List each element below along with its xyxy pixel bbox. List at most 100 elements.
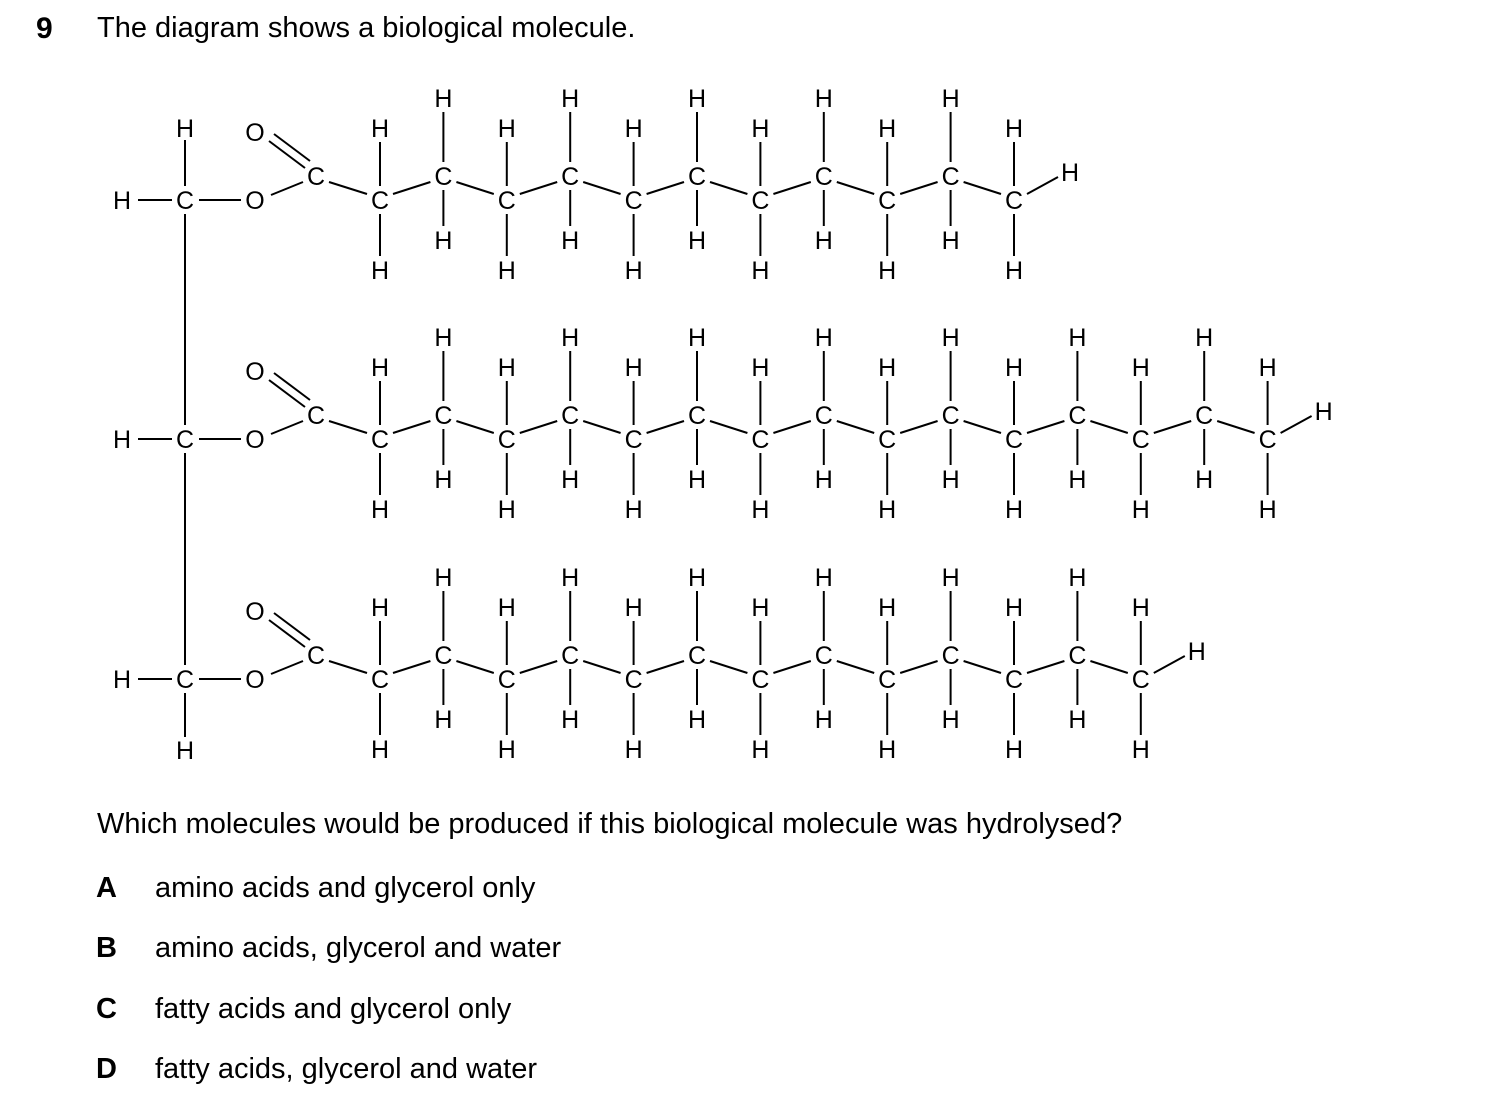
chain-hydrogen: H	[1259, 496, 1277, 524]
carbonyl-double-bond	[273, 133, 311, 162]
terminal-hydrogen: H	[1188, 638, 1206, 666]
carbonyl-double-bond	[273, 612, 311, 641]
glycerol-hydrogen-left: H	[113, 666, 131, 694]
chain-hydrogen: H	[625, 257, 643, 285]
chain-hydrogen: H	[1068, 706, 1086, 734]
chain-bond	[773, 660, 812, 674]
chain-bond	[456, 420, 495, 434]
chain-hydrogen: H	[815, 324, 833, 352]
option-c-text: fatty acids and glycerol only	[155, 993, 512, 1025]
chain-bond	[646, 420, 685, 434]
chain-hydrogen: H	[942, 564, 960, 592]
chain-hydrogen: H	[434, 324, 452, 352]
chain-hydrogen: H	[878, 354, 896, 382]
ester-oxygen: O	[245, 187, 264, 215]
chain-hydrogen: H	[1195, 324, 1213, 352]
question-stem: The diagram shows a biological molecule.	[97, 12, 636, 44]
chain-hydrogen: H	[1132, 736, 1150, 764]
chain-carbon: C	[434, 163, 452, 191]
chain-carbon: C	[498, 666, 516, 694]
chain-bond	[963, 420, 1002, 434]
chain-hydrogen: H	[561, 564, 579, 592]
chain-bond	[582, 181, 621, 195]
carbonyl-oxygen: O	[245, 119, 264, 147]
chain-carbon: C	[942, 163, 960, 191]
glycerol-carbon: C	[176, 426, 194, 454]
chain-carbon: C	[1259, 426, 1277, 454]
chain-hydrogen: H	[561, 706, 579, 734]
chain-bond	[773, 420, 812, 434]
chain-hydrogen: H	[625, 594, 643, 622]
chain-bond	[646, 181, 685, 195]
chain-bond	[773, 181, 812, 195]
glycerol-hydrogen-bottom: H	[176, 737, 194, 765]
chain-carbon: C	[498, 426, 516, 454]
chain-hydrogen: H	[815, 564, 833, 592]
chain-bond	[392, 420, 431, 434]
chain-hydrogen: H	[1005, 115, 1023, 143]
chain-bond	[328, 420, 368, 434]
chain-hydrogen: H	[1005, 354, 1023, 382]
chain-hydrogen: H	[751, 736, 769, 764]
chain-bond	[1090, 420, 1129, 434]
chain-hydrogen: H	[751, 594, 769, 622]
glycerol-hydrogen-top: H	[176, 115, 194, 143]
chain-carbon: C	[688, 163, 706, 191]
chain-bond	[836, 181, 875, 195]
chain-bond	[963, 660, 1002, 674]
chain-carbon: C	[878, 666, 896, 694]
chain-bond	[328, 660, 368, 674]
chain-hydrogen: H	[434, 227, 452, 255]
chain-hydrogen: H	[371, 594, 389, 622]
chain-carbon: C	[434, 642, 452, 670]
chain-carbon: C	[1005, 666, 1023, 694]
chain-bond	[519, 181, 558, 195]
chain-carbon: C	[625, 426, 643, 454]
chain-bond	[836, 420, 875, 434]
chain-bond	[392, 181, 431, 195]
chain-hydrogen: H	[815, 227, 833, 255]
chain-bond	[709, 181, 748, 195]
chain-carbon: C	[815, 163, 833, 191]
carbonyl-oxygen: O	[245, 598, 264, 626]
chain-hydrogen: H	[1068, 466, 1086, 494]
chain-hydrogen: H	[751, 496, 769, 524]
chain-hydrogen: H	[878, 736, 896, 764]
question-prompt: Which molecules would be produced if thi…	[97, 808, 1123, 840]
chain-hydrogen: H	[878, 594, 896, 622]
carbonyl-carbon: C	[307, 163, 325, 191]
chain-carbon: C	[371, 187, 389, 215]
chain-hydrogen: H	[1132, 354, 1150, 382]
chain-hydrogen: H	[561, 324, 579, 352]
chain-bond	[1026, 176, 1059, 195]
chain-carbon: C	[1132, 426, 1150, 454]
chain-carbon: C	[1005, 426, 1023, 454]
chain-hydrogen: H	[942, 227, 960, 255]
terminal-hydrogen: H	[1061, 159, 1079, 187]
chain-hydrogen: H	[1005, 496, 1023, 524]
chain-hydrogen: H	[688, 466, 706, 494]
chain-bond	[1153, 420, 1192, 434]
chain-hydrogen: H	[434, 706, 452, 734]
chain-hydrogen: H	[1132, 594, 1150, 622]
chain-carbon: C	[498, 187, 516, 215]
chain-bond	[899, 420, 938, 434]
chain-hydrogen: H	[625, 354, 643, 382]
chain-bond	[582, 420, 621, 434]
ester-oxygen: O	[245, 426, 264, 454]
chain-hydrogen: H	[942, 324, 960, 352]
chain-hydrogen: H	[942, 85, 960, 113]
chain-carbon: C	[942, 402, 960, 430]
chain-bond	[836, 660, 875, 674]
option-d-letter: D	[96, 1053, 117, 1085]
chain-hydrogen: H	[751, 115, 769, 143]
chain-hydrogen: H	[942, 706, 960, 734]
chain-carbon: C	[751, 187, 769, 215]
chain-hydrogen: H	[434, 466, 452, 494]
chain-hydrogen: H	[1259, 354, 1277, 382]
chain-carbon: C	[561, 402, 579, 430]
